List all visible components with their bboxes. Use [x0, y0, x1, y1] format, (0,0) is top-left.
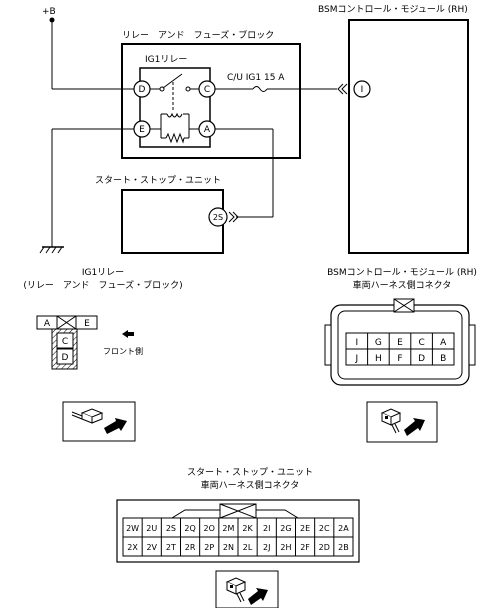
- bsm-connector-hint-icon: [366, 401, 438, 443]
- bsm-module-title: BSMコントロール・モジュール (RH): [318, 5, 468, 15]
- bsm-connector-pin-b: B: [440, 354, 446, 364]
- ig1-relay: [139, 67, 211, 148]
- ssu-connector-title-1: スタート・ストップ・ユニット: [187, 467, 313, 478]
- ssu-connector-pin-2h: 2H: [280, 543, 291, 552]
- ssu-pin-2s: 2S: [208, 207, 228, 227]
- ssu-connector-pin-2s: 2S: [166, 524, 176, 533]
- svg-text:E: E: [139, 125, 145, 135]
- bsm-connector-pin-e: E: [397, 338, 403, 348]
- ssu-connector-pin-2v: 2V: [146, 543, 157, 552]
- svg-text:E: E: [84, 319, 90, 329]
- bsm-connector-pin-f: F: [397, 354, 402, 364]
- ssu-connector-pin-2n: 2N: [223, 543, 234, 552]
- svg-text:I: I: [361, 85, 364, 95]
- bsm-connector-pin-h: H: [375, 354, 382, 364]
- relay-pin-d: D: [133, 80, 151, 98]
- relay-pin-c: C: [198, 80, 216, 98]
- relay-pin-a: A: [198, 120, 216, 138]
- front-side-label: フロント側: [103, 346, 143, 356]
- power-label: +B: [42, 7, 56, 17]
- bsm-control-module: [348, 19, 469, 254]
- ssu-connector-pin-2r: 2R: [185, 543, 196, 552]
- svg-text:D: D: [139, 85, 146, 95]
- svg-text:C: C: [204, 85, 210, 95]
- ssu-connector-pin-2b: 2B: [338, 543, 349, 552]
- ssu-connector-pin-2a: 2A: [338, 524, 349, 533]
- bsm-connector-pin-a: A: [440, 338, 447, 348]
- ssu-connector-pin-2w: 2W: [126, 524, 139, 533]
- relay-connector-hint-icon: [62, 401, 136, 442]
- ssu-title: スタート・ストップ・ユニット: [95, 175, 221, 186]
- ssu-connector-pin-2i: 2I: [263, 524, 270, 533]
- connector-arrow-icon: [228, 211, 239, 223]
- ground-icon: [39, 246, 64, 254]
- bsm-connector-pin-j: J: [354, 354, 358, 364]
- svg-text:2S: 2S: [213, 213, 223, 222]
- svg-text:D: D: [62, 353, 69, 363]
- ssu-connector-pin-2e: 2E: [300, 524, 310, 533]
- ssu-connector-pin-2c: 2C: [319, 524, 330, 533]
- ssu-connector-pin-2l: 2L: [243, 543, 253, 552]
- ssu-connector-pin-2d: 2D: [319, 543, 330, 552]
- ssu-connector-hint-icon: [215, 570, 279, 609]
- bsm-connector-pin-g: G: [375, 338, 382, 348]
- ssu-connector-pin-2m: 2M: [222, 524, 234, 533]
- ssu-connector-pin-2x: 2X: [127, 543, 138, 552]
- svg-text:A: A: [44, 319, 51, 329]
- ssu-connector-pin-2k: 2K: [242, 524, 253, 533]
- ig1-relay-label: IG1リレー: [145, 55, 187, 65]
- bsm-connector-title-1: BSMコントロール・モジュール (RH): [327, 268, 477, 278]
- bsm-connector-title-2: 車両ハーネス側コネクタ: [353, 279, 452, 291]
- bsm-connector-pin-i: I: [355, 338, 358, 348]
- ssu-connector-pin-2o: 2O: [204, 524, 215, 533]
- relay-switch: [150, 73, 199, 112]
- ssu-connector-pin-2q: 2Q: [184, 524, 195, 533]
- front-arrow-icon: [122, 330, 134, 338]
- connector-arrow-icon: [337, 83, 348, 95]
- fuse-label: C/U IG1 15 A: [227, 73, 285, 83]
- ssu-connector-pin-2p: 2P: [204, 543, 214, 552]
- ssu-connector-pin-2g: 2G: [280, 524, 291, 533]
- bsm-connector-pin-c: C: [418, 338, 424, 348]
- relay-connector-face: A E C D: [36, 315, 98, 370]
- ssu-connector-pin-2j: 2J: [263, 543, 270, 552]
- bsm-pin-i: I: [353, 80, 371, 98]
- ssu-connector-title-2: 車両ハーネス側コネクタ: [201, 479, 300, 491]
- relay-connector-title-1: IG1リレー: [82, 268, 124, 278]
- relay-block-title: リレー アンド フューズ・ブロック: [122, 29, 274, 41]
- fuse-icon: [252, 86, 268, 92]
- ssu-connector-pin-2u: 2U: [146, 524, 157, 533]
- bsm-connector-face: [324, 298, 476, 386]
- start-stop-unit: [121, 189, 224, 254]
- bsm-connector-pin-d: D: [418, 354, 425, 364]
- svg-text:A: A: [204, 125, 211, 135]
- relay-connector-title-2: (リレー アンド フューズ・ブロック): [23, 279, 182, 291]
- relay-fuse-block: [121, 43, 301, 159]
- svg-text:C: C: [62, 337, 68, 347]
- relay-coil: [150, 112, 199, 144]
- ssu-connector-pin-2f: 2F: [300, 543, 310, 552]
- ssu-connector-pin-2t: 2T: [166, 543, 176, 552]
- relay-pin-e: E: [133, 120, 151, 138]
